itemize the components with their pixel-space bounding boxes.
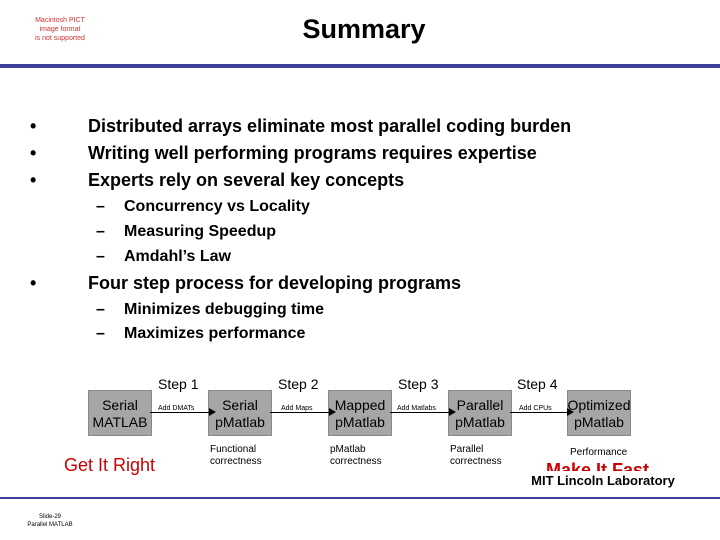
bullet-2: • Writing well performing programs requi… [0, 143, 720, 167]
node-box-serial-pmatlab [208, 390, 272, 436]
outcome-line: Parallel [450, 444, 484, 455]
bullet-1: • Distributed arrays eliminate most para… [0, 116, 720, 140]
node-label-line: pMatlab [335, 414, 385, 430]
outcome-pmatlab: pMatlab correctness [330, 444, 382, 468]
bullet-dot-icon: • [30, 143, 37, 163]
bullet-dot-icon: • [30, 170, 37, 190]
action-label: Add Matlabs [396, 405, 437, 412]
outcome-line: correctness [330, 456, 382, 467]
dash-icon: – [96, 325, 105, 342]
outcome-line: pMatlab [330, 444, 366, 455]
dash-icon: – [96, 198, 105, 215]
bullet-4: • Four step process for developing progr… [0, 273, 720, 297]
dash-icon: – [96, 301, 105, 318]
arrow-shaft [510, 412, 570, 413]
node-label-line: Optimized [567, 397, 631, 413]
node-label-line: pMatlab [455, 414, 505, 430]
arrow-head-icon [209, 408, 216, 416]
step-label: Step 2 [278, 376, 319, 392]
node-label-parallel-pmatlab: Parallel pMatlab [440, 397, 520, 431]
action-label: Add Maps [280, 405, 314, 412]
step-label: Step 1 [158, 376, 199, 392]
arrow-head-icon [449, 408, 456, 416]
bullet-3: • Experts rely on several key concepts [0, 170, 720, 194]
outcome-performance: Performance [570, 447, 627, 459]
footer-lab-name: MIT Lincoln Laboratory [531, 473, 675, 488]
outcome-line: correctness [210, 456, 262, 467]
pict-note-line-3: is not supported [35, 35, 85, 42]
node-box-parallel-pmatlab [448, 390, 512, 436]
bullet-text: Writing well performing programs require… [88, 143, 537, 163]
get-it-right-label: Get It Right [64, 455, 156, 475]
slide-title: Summary [302, 14, 426, 44]
benefit-item: – Maximizes performance [0, 325, 720, 347]
title-rule [0, 64, 720, 68]
concept-text: Amdahl’s Law [124, 248, 231, 265]
benefit-item: – Minimizes debugging time [0, 301, 720, 323]
slide-number: Slide-29 [38, 514, 61, 520]
course-name: Parallel MATLAB [27, 522, 73, 528]
node-box-optimized-pmatlab [567, 390, 631, 436]
concept-item: – Concurrency vs Locality [0, 198, 720, 220]
bullet-text: Distributed arrays eliminate most parall… [88, 116, 572, 136]
bullet-text: Experts rely on several key concepts [88, 170, 405, 190]
node-label-line: Mapped [334, 397, 386, 413]
arrow-head-icon [567, 408, 574, 416]
step-label: Step 3 [398, 376, 439, 392]
bullet-dot-icon: • [30, 116, 37, 136]
node-box-mapped-pmatlab [328, 390, 392, 436]
bullet-text: Four step process for developing program… [88, 273, 462, 293]
node-label-line: pMatlab [574, 414, 624, 430]
pict-note-line-2: image format [39, 26, 81, 33]
outcome-parallel: Parallel correctness [450, 444, 502, 468]
node-label-serial-pmatlab: Serial pMatlab [200, 397, 280, 431]
arrow-shaft [270, 412, 331, 413]
node-label-line: Serial [102, 397, 138, 413]
node-label-mapped-pmatlab: Mapped pMatlab [320, 397, 400, 431]
concept-item: – Amdahl’s Law [0, 248, 720, 270]
slide-footer: Slide-29 Parallel MATLAB [20, 513, 80, 529]
concept-text: Concurrency vs Locality [124, 198, 310, 215]
benefit-text: Minimizes debugging time [124, 301, 325, 318]
outcome-line: correctness [450, 456, 502, 467]
node-label-line: Parallel [456, 397, 504, 413]
arrow-head-icon [329, 408, 336, 416]
dash-icon: – [96, 248, 105, 265]
action-label: Add CPUs [518, 405, 553, 412]
concept-item: – Measuring Speedup [0, 223, 720, 245]
benefit-text: Maximizes performance [124, 325, 306, 342]
step-label: Step 4 [517, 376, 558, 392]
node-label-line: pMatlab [215, 414, 265, 430]
dash-icon: – [96, 223, 105, 240]
pict-note-line-1: Macintosh PICT [35, 17, 85, 24]
node-label-optimized-pmatlab: Optimized pMatlab [556, 397, 642, 431]
footer-label-background [518, 471, 688, 497]
arrow-shaft [150, 412, 211, 413]
footer-rule [0, 497, 720, 499]
outcome-line: Performance [570, 447, 628, 458]
arrow-shaft [390, 412, 451, 413]
outcome-functional: Functional correctness [210, 444, 262, 468]
bullet-dot-icon: • [30, 273, 37, 293]
unsupported-image-placeholder: Macintosh PICT image format is not suppo… [32, 16, 88, 43]
node-label-line: MATLAB [92, 414, 148, 430]
outcome-line: Functional [210, 444, 257, 455]
action-label: Add DMATs [157, 405, 196, 412]
concept-text: Measuring Speedup [124, 223, 277, 240]
node-label-serial-matlab: Serial MATLAB [80, 397, 160, 431]
node-label-line: Serial [222, 397, 258, 413]
node-box-serial-matlab [88, 390, 152, 436]
